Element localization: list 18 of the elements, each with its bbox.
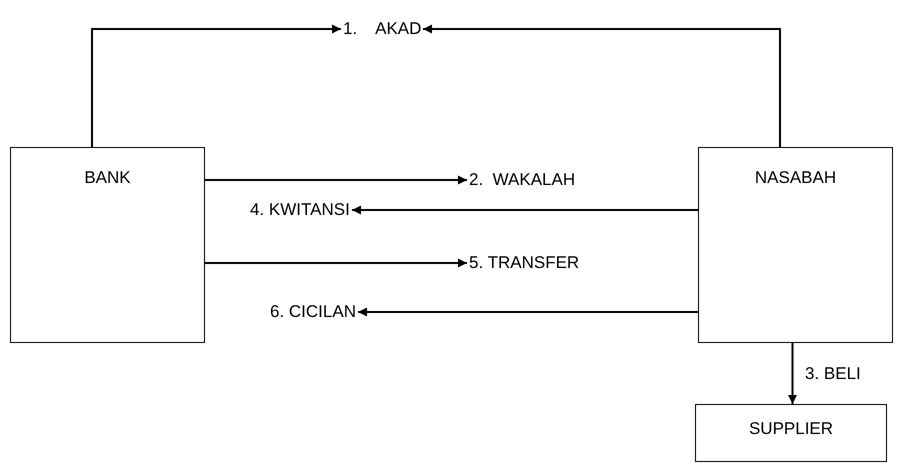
step-label: 5. TRANSFER [467, 251, 582, 275]
step-label: 2. WAKALAH [467, 168, 578, 192]
arrow [788, 343, 797, 404]
node-label: BANK [84, 168, 131, 188]
node-label: SUPPLIER [748, 419, 834, 439]
arrow [205, 258, 467, 268]
entity-box [695, 404, 887, 462]
arrow [91, 24, 341, 147]
arrow [358, 308, 698, 316]
arrow [423, 24, 781, 147]
node-label: NASABAH [754, 168, 836, 188]
entity-box [10, 147, 205, 343]
entity-box [698, 147, 893, 343]
arrow [352, 206, 698, 214]
arrow [205, 176, 467, 184]
step-label: 6. CICILAN [268, 300, 358, 324]
step-label: 1. AKAD [341, 17, 424, 41]
step-label: 4. KWITANSI [248, 198, 352, 222]
